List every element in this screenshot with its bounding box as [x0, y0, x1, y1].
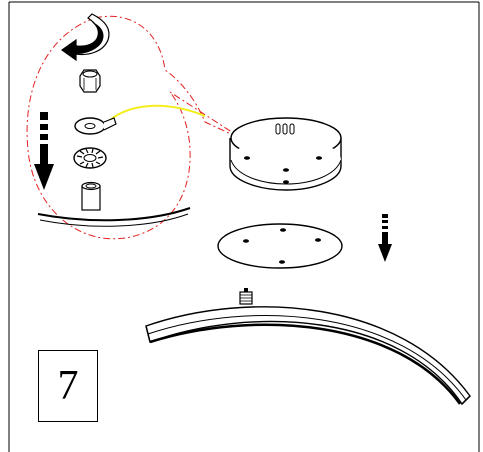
- detail-callout: [26, 15, 245, 240]
- rotate-arrow-icon: [60, 13, 110, 62]
- step-number-box: 7: [38, 350, 98, 422]
- hex-nut: [79, 69, 101, 93]
- step-number: 7: [57, 363, 79, 409]
- curved-light-bar: [145, 288, 471, 406]
- diagram-frame: [8, 1, 480, 452]
- screw-arrow-icon: [378, 214, 392, 262]
- mounting-plate: [217, 223, 343, 269]
- threaded-stud: [81, 181, 101, 211]
- ceiling-canopy: [229, 117, 342, 191]
- lock-washer: [73, 147, 107, 169]
- ground-terminal: [74, 104, 206, 135]
- canopy-edge-detail: [37, 207, 191, 227]
- down-arrow-icon: [34, 112, 54, 190]
